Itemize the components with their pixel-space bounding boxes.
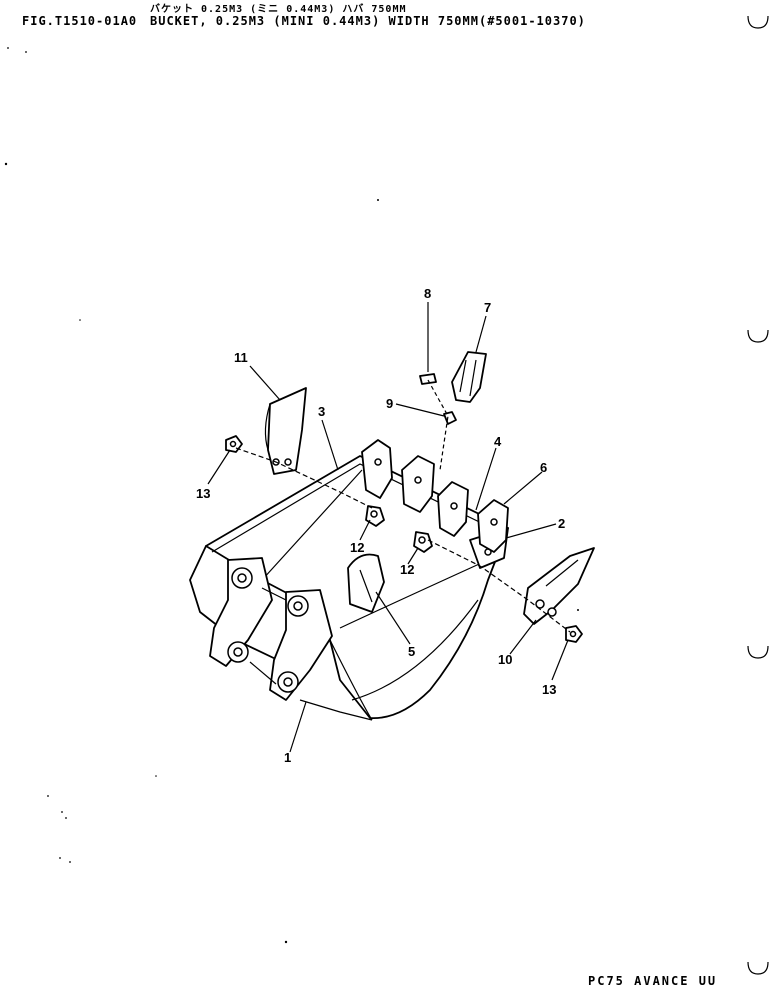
rubber-lock: [443, 411, 457, 425]
callout-2: 2: [558, 516, 565, 531]
side-cutter-right: [523, 547, 595, 625]
callout-1: 1: [284, 750, 291, 765]
lock-pin: [419, 373, 437, 385]
japanese-title: バケット 0.25M3 (ミニ 0.44M3) ハバ 750MM: [150, 4, 407, 15]
binder-hole-icon: [747, 15, 769, 975]
tooth-point: [451, 351, 487, 403]
side-cutter-left: [264, 387, 307, 475]
callout-labels: 8 7 9 11 3 4 6 2 13 12 12 5 10 13 1: [196, 286, 565, 765]
nuts: [225, 435, 583, 643]
figure-id: FIG.T1510-01A0: [22, 14, 138, 28]
callout-4: 4: [494, 434, 502, 449]
callout-9: 9: [386, 396, 393, 411]
callout-12-left: 12: [350, 540, 364, 555]
wear-plate: [347, 553, 385, 613]
callout-7: 7: [484, 300, 491, 315]
callout-8: 8: [424, 286, 431, 301]
model-footer: PC75 AVANCE UU: [588, 974, 718, 988]
leader-lines: [207, 302, 569, 753]
assembly-lines: [235, 379, 571, 633]
callout-6: 6: [540, 460, 547, 475]
figure-title: BUCKET, 0.25M3 (MINI 0.44M3) WIDTH 750MM…: [150, 14, 586, 28]
callout-13-left: 13: [196, 486, 210, 501]
callout-10: 10: [498, 652, 512, 667]
callout-3: 3: [318, 404, 325, 419]
tooth-adapters: [361, 439, 509, 553]
bolts: [365, 505, 433, 553]
callout-5: 5: [408, 644, 415, 659]
callout-12-right: 12: [400, 562, 414, 577]
callout-13-right: 13: [542, 682, 556, 697]
scan-specks: [4, 47, 579, 944]
callout-11: 11: [234, 350, 248, 365]
